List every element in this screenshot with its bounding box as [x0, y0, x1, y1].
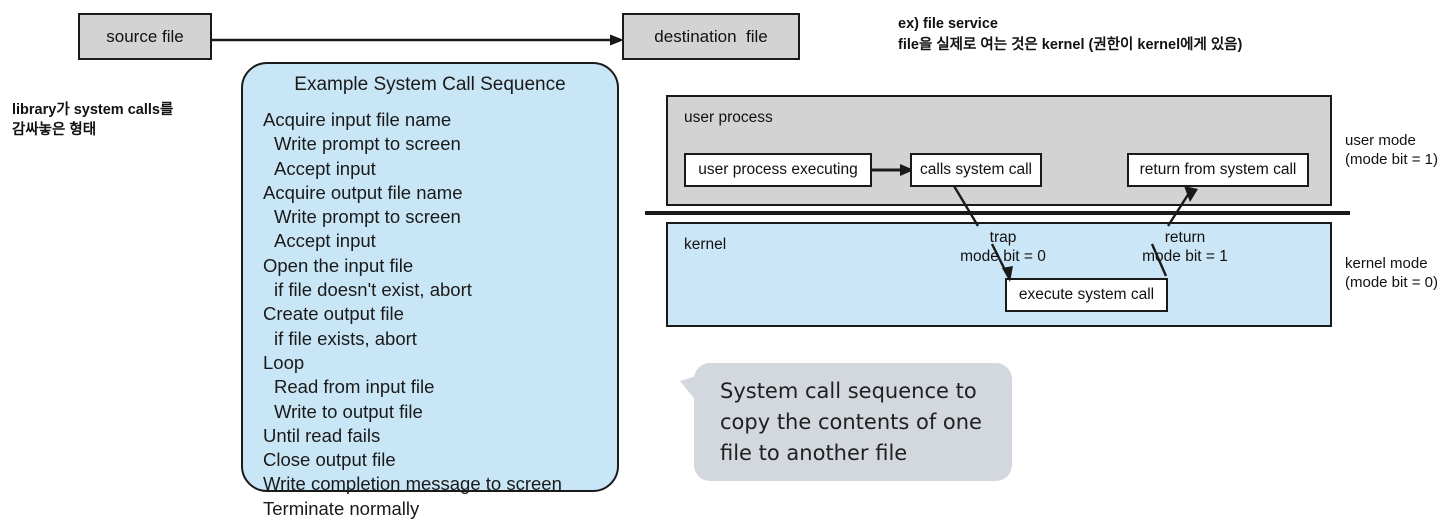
user-process-region: user process — [666, 95, 1332, 206]
execute-system-call-box: execute system call — [1005, 278, 1168, 312]
user-process-executing-label: user process executing — [698, 161, 858, 178]
return-from-system-call-box: return from system call — [1127, 153, 1309, 187]
trap-label-line1: trap — [989, 229, 1017, 246]
kernel-mode-side-label: kernel mode (mode bit = 0) — [1345, 254, 1454, 292]
trap-label-line2: mode bit = 0 — [960, 248, 1046, 265]
right-annotation-line2: file을 실제로 여는 것은 kernel (권한이 kernel에게 있음) — [898, 37, 1243, 53]
left-annotation-line2: 감싸놓은 형태 — [12, 122, 97, 138]
return-from-system-call-label: return from system call — [1139, 161, 1297, 178]
sequence-line: Open the input file — [263, 254, 414, 276]
sequence-line: Acquire output file name — [263, 181, 463, 203]
example-system-call-sequence-panel: Example System Call Sequence Acquire inp… — [241, 62, 619, 519]
trap-connector-icon — [952, 186, 1013, 282]
callout-text: System call sequence to copy the content… — [720, 376, 990, 469]
callout-bubble: System call sequence to copy the content… — [680, 363, 1012, 481]
kernel-mode-line1: kernel mode — [1345, 255, 1428, 272]
calls-system-call-box: calls system call — [910, 153, 1042, 187]
user-process-executing-box: user process executing — [684, 153, 872, 187]
sequence-line: Close output file — [263, 449, 396, 471]
sequence-line: Accept input — [274, 230, 376, 252]
sequence-line: Write completion message to screen — [263, 473, 562, 495]
callout-line2: copy the contents of one — [720, 410, 982, 434]
execute-system-call-label: execute system call — [1018, 286, 1155, 303]
user-mode-line1: user mode — [1345, 132, 1416, 149]
sequence-line: if file doesn't exist, abort — [274, 279, 472, 301]
mode-divider-line — [645, 211, 1350, 215]
sequence-line: if file exists, abort — [274, 327, 417, 349]
callout-tail-icon — [680, 373, 706, 413]
return-connector-icon — [1150, 186, 1198, 277]
callout-bubble-body — [694, 363, 1012, 481]
sequence-line: Write prompt to screen — [274, 133, 461, 155]
destination-file-label: destination file — [654, 26, 768, 46]
return-label-line1: return — [1164, 229, 1206, 246]
sequence-panel-title: Example System Call Sequence — [294, 74, 566, 95]
return-label-line2: mode bit = 1 — [1142, 248, 1228, 265]
sequence-line: Write to output file — [274, 400, 423, 422]
return-label: return mode bit = 1 — [1115, 228, 1255, 266]
sequence-line: Until read fails — [263, 424, 381, 446]
sequence-line: Acquire input file name — [263, 109, 452, 130]
left-annotation: library가 system calls를 감싸놓은 형태 — [12, 100, 242, 140]
right-annotation-line1: ex) file service — [898, 16, 998, 32]
kernel-region-label: kernel — [684, 236, 727, 253]
sequence-line: Create output file — [263, 303, 404, 325]
sequence-line: Loop — [263, 351, 305, 373]
sequence-line: Write prompt to screen — [274, 206, 461, 228]
user-process-region-label: user process — [684, 109, 773, 126]
user-mode-side-label: user mode (mode bit = 1) — [1345, 131, 1453, 169]
execution-arrow-icon — [870, 164, 914, 176]
source-file-label: source file — [106, 26, 184, 46]
trap-label: trap mode bit = 0 — [933, 228, 1073, 266]
callout-line1: System call sequence to — [720, 379, 977, 403]
right-annotation: ex) file service file을 실제로 여는 것은 kernel … — [898, 14, 1438, 56]
destination-file-box: destination file — [622, 13, 800, 60]
callout-line3: file to another file — [720, 441, 908, 465]
sequence-line: Terminate normally — [263, 497, 420, 519]
kernel-mode-line2: (mode bit = 0) — [1345, 274, 1438, 291]
left-annotation-line1: library가 system calls를 — [12, 102, 174, 118]
flow-arrow-icon — [212, 34, 624, 46]
sequence-line: Read from input file — [274, 376, 435, 398]
source-file-box: source file — [78, 13, 212, 60]
calls-system-call-label: calls system call — [920, 161, 1032, 178]
user-mode-line2: (mode bit = 1) — [1345, 151, 1438, 168]
sequence-line: Accept input — [274, 157, 376, 179]
kernel-region: kernel — [666, 222, 1332, 327]
